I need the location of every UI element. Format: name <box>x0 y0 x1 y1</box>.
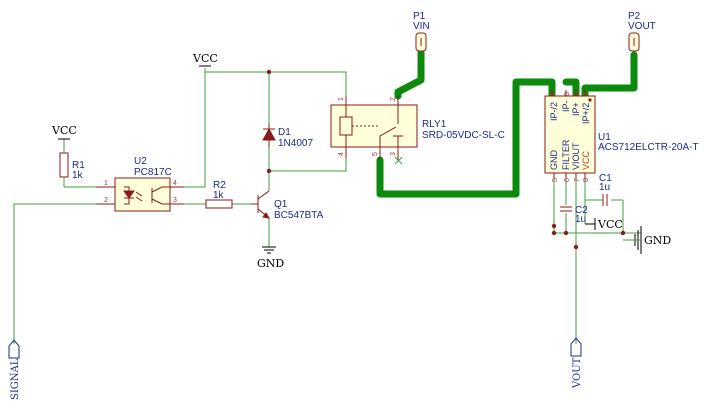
vcc-symbol-top: VCC <box>192 52 218 67</box>
u1-pin-ip-plus: IP+ <box>571 102 581 116</box>
gnd-right-label: GND <box>644 234 671 247</box>
u2-value: PC817C <box>134 167 172 178</box>
vcc-left-label: VCC <box>51 124 77 137</box>
u1-pin-filter: FILTER <box>561 139 571 170</box>
capacitor-c1: C1 1u <box>599 173 612 206</box>
u2-pin2: 2 <box>104 197 108 204</box>
optocoupler-u2: U2 PC817C 1 2 3 4 <box>96 156 184 212</box>
rly1-pin4: 4 <box>338 152 345 156</box>
vcc-symbol-right: VCC <box>585 218 623 231</box>
u1-pin-ip-half-minus: IP-/2 <box>549 102 559 121</box>
p2-value: VOUT <box>628 21 656 32</box>
gnd-symbol-q1: GND <box>257 246 284 270</box>
signal-label: SIGNAL <box>8 339 21 400</box>
transistor-q1: Q1 BC547BTA <box>251 190 324 221</box>
capacitor-c2: C2 1u <box>560 205 588 225</box>
d1-ref: D1 <box>278 127 291 138</box>
u1-pinnum-5: 5 <box>552 178 559 182</box>
r1-ref: R1 <box>72 160 85 171</box>
connector-p2: P2 VOUT <box>628 11 656 52</box>
u1-pin-viout: VIOUT <box>571 142 581 170</box>
rly1-ref: RLY1 <box>422 119 447 130</box>
q1-ref: Q1 <box>274 199 288 210</box>
u1-pinnum-8: 8 <box>583 178 590 182</box>
u1-value: ACS712ELCTR-20A-T <box>598 142 699 153</box>
r2-value: 1k <box>213 190 225 201</box>
d1-value: 1N4007 <box>278 138 313 149</box>
u1-pinnum-3: 3 <box>564 92 571 96</box>
u1-pinnum-7: 7 <box>574 178 581 182</box>
u1-pin-gnd: GND <box>549 150 559 171</box>
rly1-pin1: 1 <box>338 97 345 101</box>
vout-label-text: VOUT <box>572 357 583 389</box>
u2-pin1: 1 <box>104 180 108 187</box>
p1-value: VIN <box>413 21 430 32</box>
r2-ref: R2 <box>213 180 226 191</box>
p1-ref: P1 <box>413 11 426 22</box>
u2-ref: U2 <box>134 156 147 167</box>
u1-pin-ip-minus: IP- <box>561 100 571 112</box>
vcc-symbol-left: VCC <box>51 124 77 140</box>
c1-value: 1u <box>599 182 610 193</box>
c1-ref: C1 <box>599 173 612 184</box>
gnd-symbol-right: GND <box>623 226 671 254</box>
signal-label-text: SIGNAL <box>10 358 21 400</box>
u1-ref: U1 <box>598 132 611 143</box>
diode-d1: D1 1N4007 <box>262 123 313 149</box>
c2-value: 1u <box>575 214 586 225</box>
vout-label: VOUT <box>570 337 583 389</box>
vcc-right-label: VCC <box>597 218 623 231</box>
high-current-buses <box>376 48 638 198</box>
junctions <box>266 69 626 250</box>
u1-pinnum-2: 2 <box>574 92 581 96</box>
resistor-r2: R2 1k <box>205 180 233 209</box>
p2-ref: P2 <box>628 11 641 22</box>
rly1-value: SRD-05VDC-SL-C <box>422 130 505 141</box>
gnd-q1-label: GND <box>257 257 284 270</box>
relay-rly1: 1 2 3 4 5 RLY1 SRD-05VDC-SL-C <box>330 96 505 165</box>
current-sensor-u1: IP-/2 IP- IP+ IP+/2 4 3 2 1 GND FILTER V… <box>544 90 699 182</box>
u2-pin4: 4 <box>173 180 177 187</box>
u1-pin-vcc: VCC <box>581 150 591 170</box>
rly1-pin3: 3 <box>390 152 397 156</box>
connector-p1: P1 VIN <box>413 11 430 52</box>
q1-value: BC547BTA <box>274 210 324 221</box>
resistor-r1: R1 1k <box>59 152 85 181</box>
u2-pin3: 3 <box>173 197 177 204</box>
rly1-pin5: 5 <box>372 152 379 156</box>
u1-pin-ip-half-plus: IP+/2 <box>581 103 591 124</box>
r1-value: 1k <box>72 170 84 181</box>
u1-pinnum-4: 4 <box>550 92 557 96</box>
u1-pinnum-1: 1 <box>583 92 590 96</box>
rly1-pin2: 2 <box>390 97 397 101</box>
vcc-top-label: VCC <box>192 52 218 65</box>
u1-pinnum-6: 6 <box>564 178 571 182</box>
c2-ref: C2 <box>575 205 588 216</box>
